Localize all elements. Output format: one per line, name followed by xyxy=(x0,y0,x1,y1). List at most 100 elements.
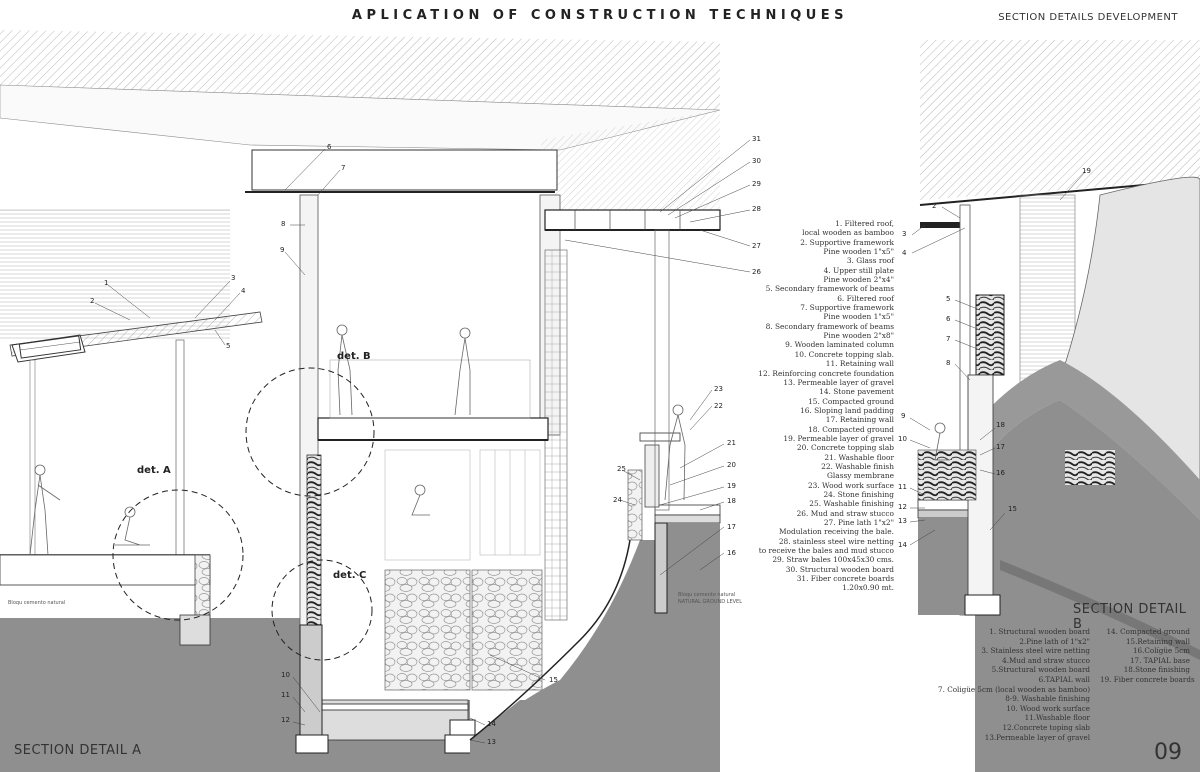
section-a-label: SECTION DETAIL A xyxy=(14,743,142,758)
legend-a-line: 27. Pine lath 1"x2" xyxy=(823,518,894,527)
callout-a-18: 18 xyxy=(727,497,736,505)
callout-a-13: 13 xyxy=(487,738,496,746)
callout-b-12: 12 xyxy=(898,503,907,511)
legend-a-line: 25. Washable finishing xyxy=(809,499,894,509)
legend-a-line: 13. Permeable layer of gravel xyxy=(783,377,894,387)
callout-a-12: 12 xyxy=(281,716,290,724)
legend-a-line: 28. stainless steel wire netting xyxy=(778,536,894,546)
callout-a-22: 22 xyxy=(714,402,723,410)
section-b-straw xyxy=(975,294,1005,376)
legend-a-line: 16. Sloping land padding xyxy=(800,405,894,415)
callout-a-15: 15 xyxy=(549,676,558,684)
callout-a-4: 4 xyxy=(241,287,246,295)
callout-a-14: 14 xyxy=(487,720,496,728)
callout-b-18: 18 xyxy=(996,421,1005,429)
page-number: 09 xyxy=(1154,740,1182,765)
callout-a-30: 30 xyxy=(752,157,761,165)
callout-a-31: 31 xyxy=(752,135,761,143)
legend-a-line: 10. Concrete topping slab. xyxy=(794,349,894,359)
legend-a-line: 14. Stone pavement xyxy=(819,387,894,397)
legend-a-line: local wooden as bamboo xyxy=(802,228,894,238)
legend-a-line: 17. Retaining wall xyxy=(825,415,894,425)
callout-b-10: 10 xyxy=(898,435,907,443)
det-a-label: det. A xyxy=(137,465,171,476)
legend-a-line: 30. Structural wooden board xyxy=(785,564,894,574)
legend-a-line: 11. Retaining wall xyxy=(825,359,894,369)
callout-b-19: 19 xyxy=(1082,167,1091,175)
callout-a-11: 11 xyxy=(281,691,290,699)
legend-a-line: to receive the bales and mud stucco xyxy=(758,546,894,556)
legend-a-line: 8. Secondary framework of beams xyxy=(765,321,894,331)
legend-a-line: 2. Supportive framework xyxy=(800,237,894,247)
callout-a-27: 27 xyxy=(752,242,761,250)
section-b-label: SECTION DETAIL B xyxy=(1073,602,1187,632)
callout-a-6: 6 xyxy=(327,143,332,151)
legend-a-line: Glassy membrane xyxy=(827,471,894,481)
ground-note-left: Bloqu cemento natural xyxy=(8,600,66,606)
callout-a-25: 25 xyxy=(617,465,626,473)
callout-a-17: 17 xyxy=(727,523,736,531)
callout-a-1: 1 xyxy=(104,279,109,287)
legend-a-line: 31. Fiber concrete boards xyxy=(796,574,894,584)
legend-b-line: 13.Permeable layer of gravel xyxy=(984,732,1090,742)
legend-a-line: 1.20x0.90 mt. xyxy=(842,583,894,593)
legend-a-line: 3. Glass roof xyxy=(846,256,894,266)
legend-b-line: 8-9. Washable finishing xyxy=(1005,694,1090,704)
legend-a-line: 9. Wooden laminated column xyxy=(785,340,894,350)
legend-b-line: 7. Coligüe 5cm (local wooden as bamboo) xyxy=(938,684,1090,694)
section-a-legend: 1. Filtered roof, local wooden as bamboo… xyxy=(738,219,894,593)
callout-a-8: 8 xyxy=(281,220,286,228)
callout-b-17: 17 xyxy=(996,443,1005,451)
callout-b-5: 5 xyxy=(946,295,951,303)
section-b-roof xyxy=(920,40,1200,200)
legend-b-line: 16.Colígüe 5cm xyxy=(1132,646,1190,656)
legend-b-line: 6.TAPIAL wall xyxy=(1038,674,1090,684)
section-b-legend-col2: 14. Compacted ground 15.Retaining wall 1… xyxy=(1100,627,1195,685)
page-subtitle: SECTION DETAILS DEVELOPMENT xyxy=(998,12,1178,23)
det-c-circle xyxy=(271,559,373,661)
legend-a-line: 26. Mud and straw stucco xyxy=(796,508,894,518)
callout-b-15: 15 xyxy=(1008,505,1017,513)
callout-a-10: 10 xyxy=(281,671,290,679)
legend-a-line: 12. Reinforcing concrete foundation xyxy=(758,368,894,378)
det-c-label: det. C xyxy=(333,570,367,581)
ground-level-note: NATURAL GROUND LEVEL xyxy=(678,599,742,605)
callout-a-23: 23 xyxy=(714,385,723,393)
legend-a-line: 1. Filtered roof, xyxy=(835,219,894,228)
callout-b-6: 6 xyxy=(946,315,951,323)
legend-a-line: 20. Concrete topping slab xyxy=(796,443,894,453)
legend-b-line: 12.Concrete toping slab xyxy=(1002,722,1090,732)
callout-b-7: 7 xyxy=(946,335,951,343)
callout-b-9: 9 xyxy=(901,412,906,420)
legend-b-line: 18.Stone finishing xyxy=(1123,665,1190,675)
legend-b-line: 15.Retaining wall xyxy=(1125,636,1190,646)
legend-a-line: 15. Compacted ground xyxy=(808,396,894,406)
legend-a-line: 18. Compacted ground xyxy=(808,424,894,434)
legend-a-line: 24. Stone finishing xyxy=(823,489,894,499)
legend-a-line: 21. Washable floor xyxy=(824,452,894,462)
legend-a-line: 4. Upper still plate xyxy=(823,265,894,275)
det-a-circle xyxy=(112,489,244,621)
callout-a-16: 16 xyxy=(727,549,736,557)
legend-a-line: 7. Supportive framework xyxy=(800,303,894,313)
det-b-circle xyxy=(245,367,375,497)
legend-b-line: 1. Structural wooden board xyxy=(989,627,1090,636)
callout-a-20: 20 xyxy=(727,461,736,469)
callout-b-2: 2 xyxy=(932,202,937,210)
legend-a-line: Modulation receiving the bale. xyxy=(778,527,894,537)
page-title: APLICATION OF CONSTRUCTION TECHNIQUES xyxy=(351,8,849,23)
legend-a-line: 5. Secondary framework of beams xyxy=(765,284,894,294)
legend-a-line: 22. Washable finish xyxy=(821,461,894,471)
callout-b-11: 11 xyxy=(898,483,907,491)
legend-b-line: 4.Mud and straw stucco xyxy=(1002,655,1090,665)
callout-a-26: 26 xyxy=(752,268,761,276)
legend-b-line: 17. TAPIAL base xyxy=(1129,655,1190,665)
legend-b-line: 3. Stainless steel wire netting xyxy=(981,646,1090,656)
callout-a-2: 2 xyxy=(90,297,95,305)
legend-a-line: 19. Permeable layer of gravel xyxy=(783,433,894,443)
callout-a-19: 19 xyxy=(727,482,736,490)
callout-a-5: 5 xyxy=(226,342,231,350)
legend-a-line: 6. Filtered roof xyxy=(837,293,894,303)
legend-a-line: Pine wooden 1"x5" xyxy=(823,312,894,322)
